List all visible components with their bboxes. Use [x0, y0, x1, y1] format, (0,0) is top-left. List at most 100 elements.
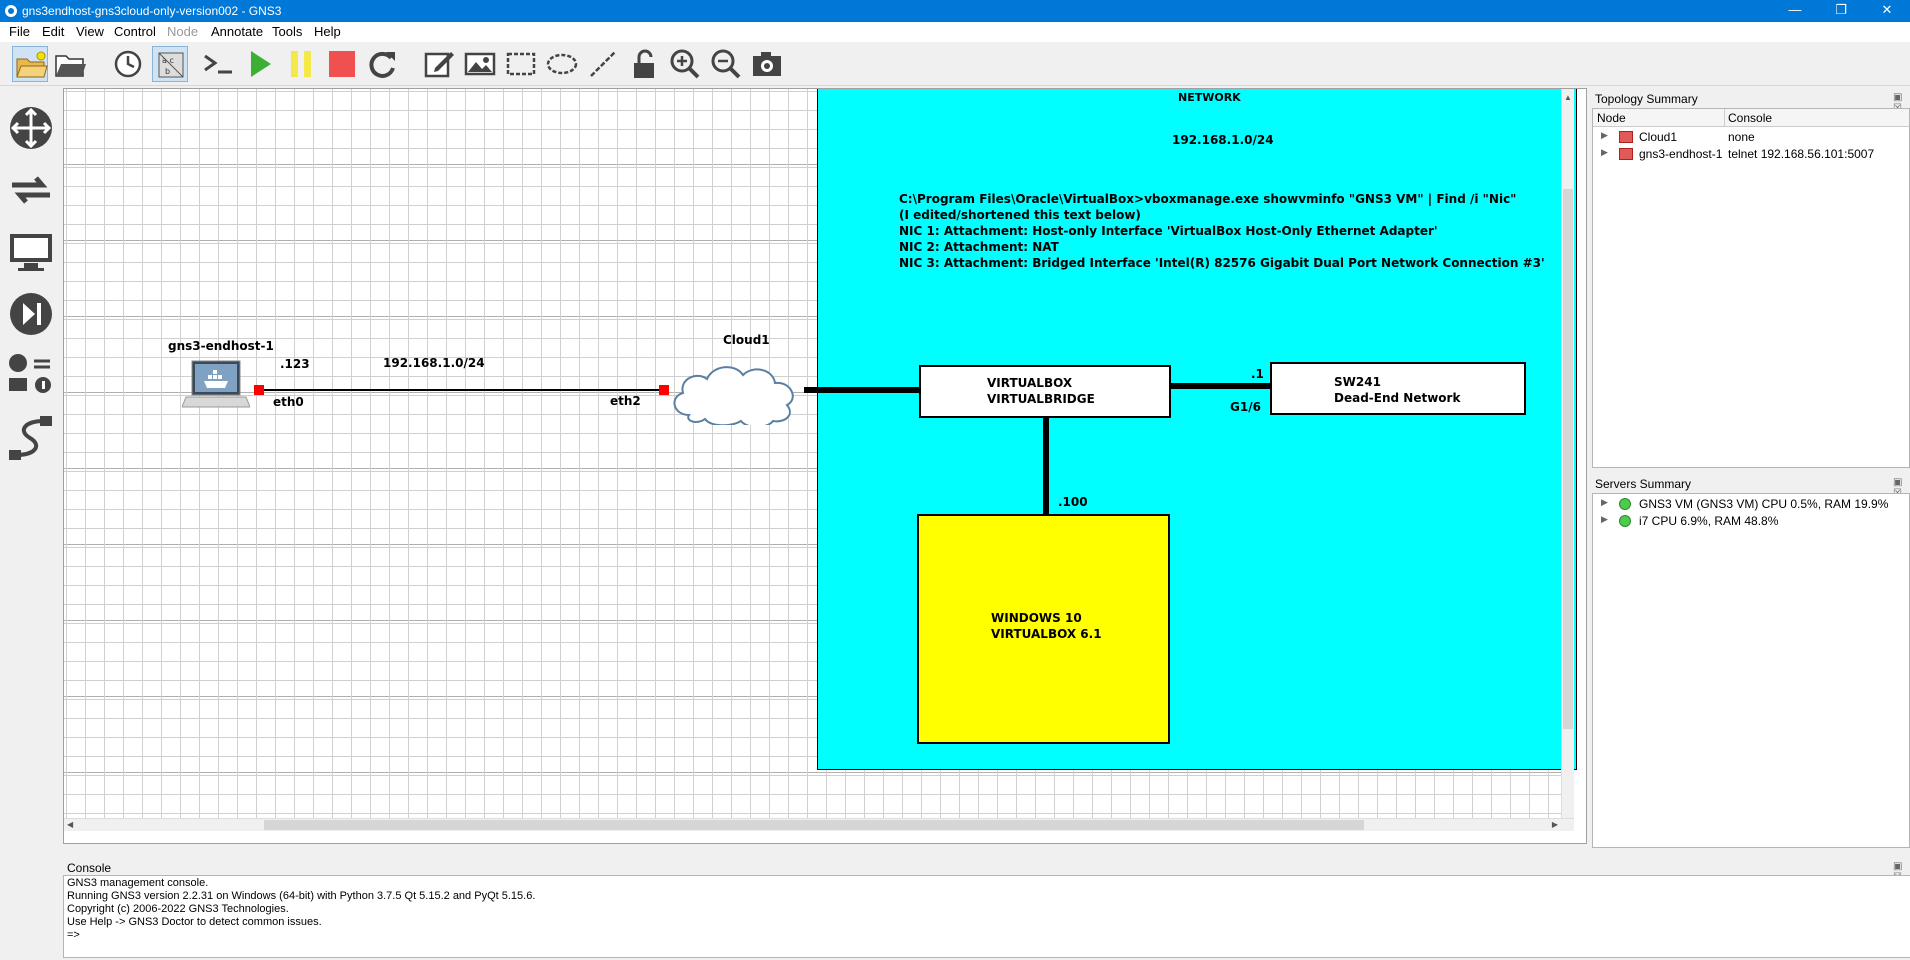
expand-arrow-icon[interactable]: ▶ — [1601, 497, 1608, 507]
menu-annotate[interactable]: Annotate — [211, 24, 264, 39]
routers-icon[interactable] — [6, 103, 56, 153]
open-folder-new-icon[interactable] — [12, 46, 48, 82]
window-title: gns3endhost-gns3cloud-only-version002 - … — [22, 4, 282, 18]
column-console[interactable]: Console — [1728, 111, 1773, 125]
draw-line-icon[interactable] — [585, 46, 621, 82]
svg-text:a c: a c — [162, 56, 174, 65]
console-line: GNS3 management console. — [67, 877, 209, 889]
node-stopped-icon — [1619, 148, 1633, 160]
node-console: none — [1728, 130, 1755, 144]
server-running-icon — [1619, 515, 1631, 527]
server-status: GNS3 VM (GNS3 VM) CPU 0.5%, RAM 19.9% — [1639, 497, 1889, 511]
draw-rectangle-icon[interactable] — [503, 46, 539, 82]
console-prompt[interactable]: => — [67, 929, 80, 941]
close-button[interactable]: ✕ — [1881, 2, 1893, 17]
topology-canvas[interactable]: NETWORK 192.168.1.0/24 C:\Program Files\… — [63, 88, 1587, 844]
servers-summary-panel: ▶ GNS3 VM (GNS3 VM) CPU 0.5%, RAM 19.9% … — [1592, 493, 1910, 848]
cloud-interface-label: eth2 — [610, 394, 641, 408]
draw-ellipse-icon[interactable] — [544, 46, 580, 82]
endhost-port-icon[interactable] — [254, 385, 264, 395]
title-bar: gns3endhost-gns3cloud-only-version002 - … — [0, 0, 1910, 22]
reload-icon[interactable] — [364, 46, 400, 82]
menu-view[interactable]: View — [76, 24, 104, 39]
topology-row-endhost[interactable]: ▶ gns3-endhost-1 telnet 192.168.56.101:5… — [1593, 146, 1909, 163]
switches-icon[interactable] — [6, 165, 56, 215]
console-panel[interactable]: GNS3 management console. Running GNS3 ve… — [63, 875, 1910, 958]
server-row-gns3vm[interactable]: ▶ GNS3 VM (GNS3 VM) CPU 0.5%, RAM 19.9% — [1593, 496, 1909, 513]
switch-port-label: G1/6 — [1230, 400, 1261, 414]
console-title: Console — [67, 861, 112, 875]
add-link-icon[interactable] — [6, 413, 56, 463]
windows-address-label: .100 — [1058, 495, 1088, 509]
all-devices-icon[interactable] — [6, 351, 56, 401]
virtualbridge-label: VIRTUALBOX VIRTUALBRIDGE — [987, 376, 1095, 406]
svg-text:b: b — [165, 67, 170, 76]
endhost-name-label: gns3-endhost-1 — [168, 339, 274, 353]
endhost-address-label: .123 — [280, 357, 310, 371]
minimize-button[interactable]: — — [1788, 2, 1802, 17]
canvas-horizontal-scrollbar[interactable]: ◀ ▶ — [64, 818, 1574, 831]
gns3-app-icon — [5, 5, 17, 17]
switch-address-label: .1 — [1251, 367, 1264, 381]
node-stopped-icon — [1619, 131, 1633, 143]
open-folder-icon[interactable] — [52, 46, 88, 82]
server-status: i7 CPU 6.9%, RAM 48.8% — [1639, 514, 1779, 528]
console-line: Copyright (c) 2006-2022 GNS3 Technologie… — [67, 903, 289, 915]
topology-summary-panel: Node Console ▶ Cloud1 none ▶ gns3-endhos… — [1592, 108, 1910, 468]
cloud-port-icon[interactable] — [659, 385, 669, 395]
toolbar: a c b — [0, 42, 1910, 86]
security-devices-icon[interactable] — [6, 289, 56, 339]
menu-help[interactable]: Help — [314, 24, 341, 39]
subnet-label: 192.168.1.0/24 — [1172, 133, 1274, 147]
server-running-icon — [1619, 498, 1631, 510]
add-note-icon[interactable] — [421, 46, 457, 82]
menu-tools[interactable]: Tools — [272, 24, 303, 39]
end-devices-icon[interactable] — [6, 227, 56, 277]
endhost-laptop-icon[interactable] — [182, 359, 250, 411]
server-row-i7[interactable]: ▶ i7 CPU 6.9%, RAM 48.8% — [1593, 513, 1909, 530]
endhost-interface-label: eth0 — [273, 395, 304, 409]
expand-arrow-icon[interactable]: ▶ — [1601, 147, 1608, 157]
console-line: Use Help -> GNS3 Doctor to detect common… — [67, 916, 322, 928]
topology-grid[interactable]: NETWORK 192.168.1.0/24 C:\Program Files\… — [64, 89, 1577, 831]
vertical-scroll-thumb[interactable] — [1563, 189, 1573, 729]
console-icon[interactable] — [200, 46, 236, 82]
node-name: Cloud1 — [1639, 130, 1678, 144]
pause-icon[interactable] — [283, 46, 319, 82]
show-interface-labels-icon[interactable]: a c b — [152, 46, 188, 82]
cloud-icon[interactable] — [667, 357, 815, 425]
menu-file[interactable]: File — [9, 24, 30, 39]
topology-row-cloud1[interactable]: ▶ Cloud1 none — [1593, 129, 1909, 146]
clock-icon[interactable] — [110, 46, 146, 82]
expand-arrow-icon[interactable]: ▶ — [1601, 130, 1608, 140]
unlock-icon[interactable] — [626, 46, 662, 82]
cloud-name-label: Cloud1 — [723, 333, 770, 347]
topology-summary-header: Node Console — [1593, 109, 1909, 127]
link-subnet-label: 192.168.1.0/24 — [383, 356, 485, 370]
column-node[interactable]: Node — [1597, 111, 1626, 125]
virtualbridge-box[interactable]: VIRTUALBOX VIRTUALBRIDGE — [919, 365, 1171, 418]
windows-box[interactable]: WINDOWS 10 VIRTUALBOX 6.1 — [917, 514, 1170, 744]
menu-edit[interactable]: Edit — [42, 24, 65, 39]
vbox-note: C:\Program Files\Oracle\VirtualBox>vboxm… — [899, 192, 1545, 270]
switch-label: SW241 Dead-End Network — [1334, 375, 1461, 405]
canvas-vertical-scrollbar[interactable]: ▲ ▼ — [1561, 89, 1574, 831]
zoom-out-icon[interactable] — [708, 46, 744, 82]
node-name: gns3-endhost-1 — [1639, 147, 1723, 161]
expand-arrow-icon[interactable]: ▶ — [1601, 514, 1608, 524]
console-line: Running GNS3 version 2.2.31 on Windows (… — [67, 890, 536, 902]
stop-icon[interactable] — [324, 46, 360, 82]
screenshot-icon[interactable] — [749, 46, 785, 82]
links-layer — [260, 383, 1270, 514]
network-label: NETWORK — [1178, 91, 1241, 104]
menu-control[interactable]: Control — [114, 24, 156, 39]
restore-button[interactable]: ❐ — [1835, 2, 1847, 17]
horizontal-scroll-thumb[interactable] — [264, 820, 1364, 830]
menu-node[interactable]: Node — [167, 24, 199, 39]
device-dock — [0, 88, 60, 958]
start-icon[interactable] — [242, 46, 278, 82]
zoom-in-icon[interactable] — [667, 46, 703, 82]
topology-summary-title: Topology Summary — [1595, 92, 1698, 106]
switch-box[interactable]: SW241 Dead-End Network — [1270, 362, 1526, 415]
insert-picture-icon[interactable] — [462, 46, 498, 82]
